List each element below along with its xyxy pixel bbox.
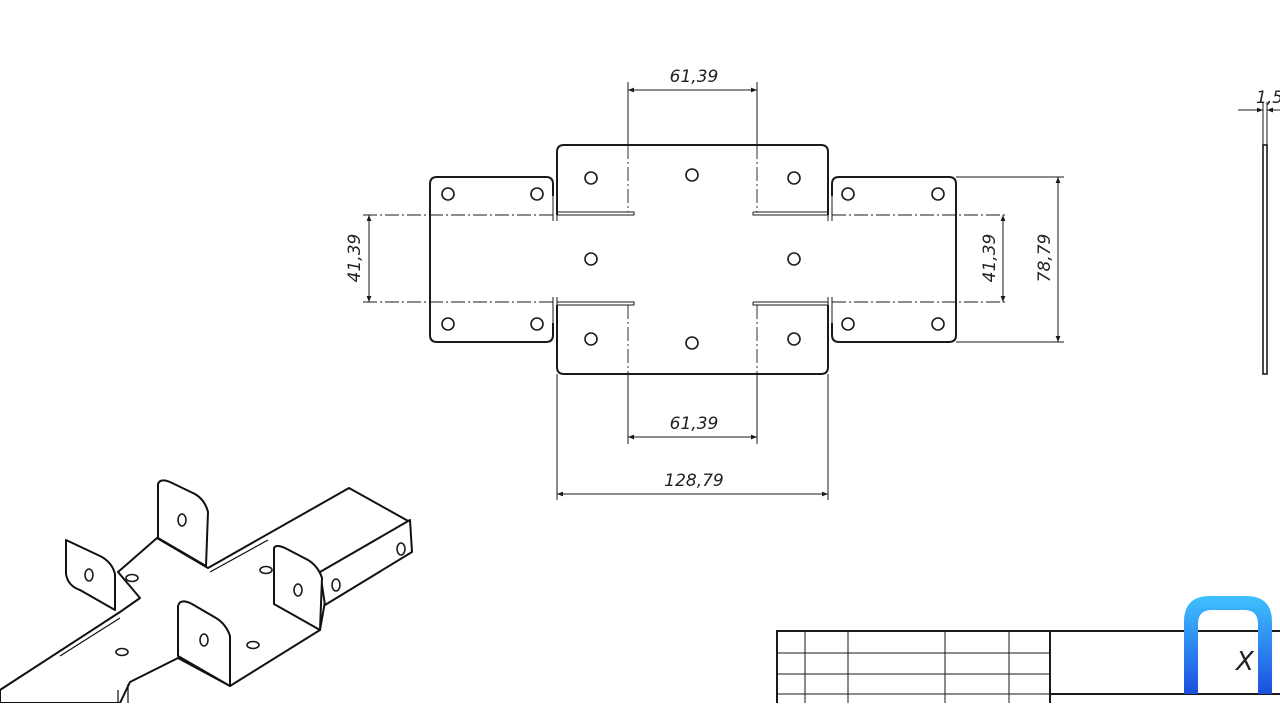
bend-lines <box>363 145 1008 374</box>
right-tab-outline <box>831 176 957 343</box>
dim-thickness: 1,5 <box>1256 88 1280 108</box>
dim-right-inner-height: 41,39 <box>980 234 1000 283</box>
dim-overall-width: 128,79 <box>664 471 723 491</box>
overlay-logo-icon <box>1184 596 1272 694</box>
isometric-view <box>0 479 413 704</box>
dim-top-width: 61,39 <box>670 67 719 87</box>
iso-tube-end <box>319 519 413 606</box>
title-block <box>776 630 1280 703</box>
flat-pattern-view <box>363 144 1008 375</box>
dimension-lines <box>366 82 1064 500</box>
title-block-text: X <box>1234 647 1255 677</box>
mounting-holes <box>441 168 945 350</box>
top-flap-outline <box>556 144 829 215</box>
dim-bottom-width: 61,39 <box>670 414 719 434</box>
dim-left-height: 41,39 <box>345 234 365 283</box>
bottom-flap-outline <box>556 305 829 375</box>
dim-right-overall-height: 78,79 <box>1035 234 1055 283</box>
corner-reliefs <box>552 196 833 323</box>
left-tab-outline <box>429 176 554 343</box>
side-view <box>1238 102 1280 375</box>
